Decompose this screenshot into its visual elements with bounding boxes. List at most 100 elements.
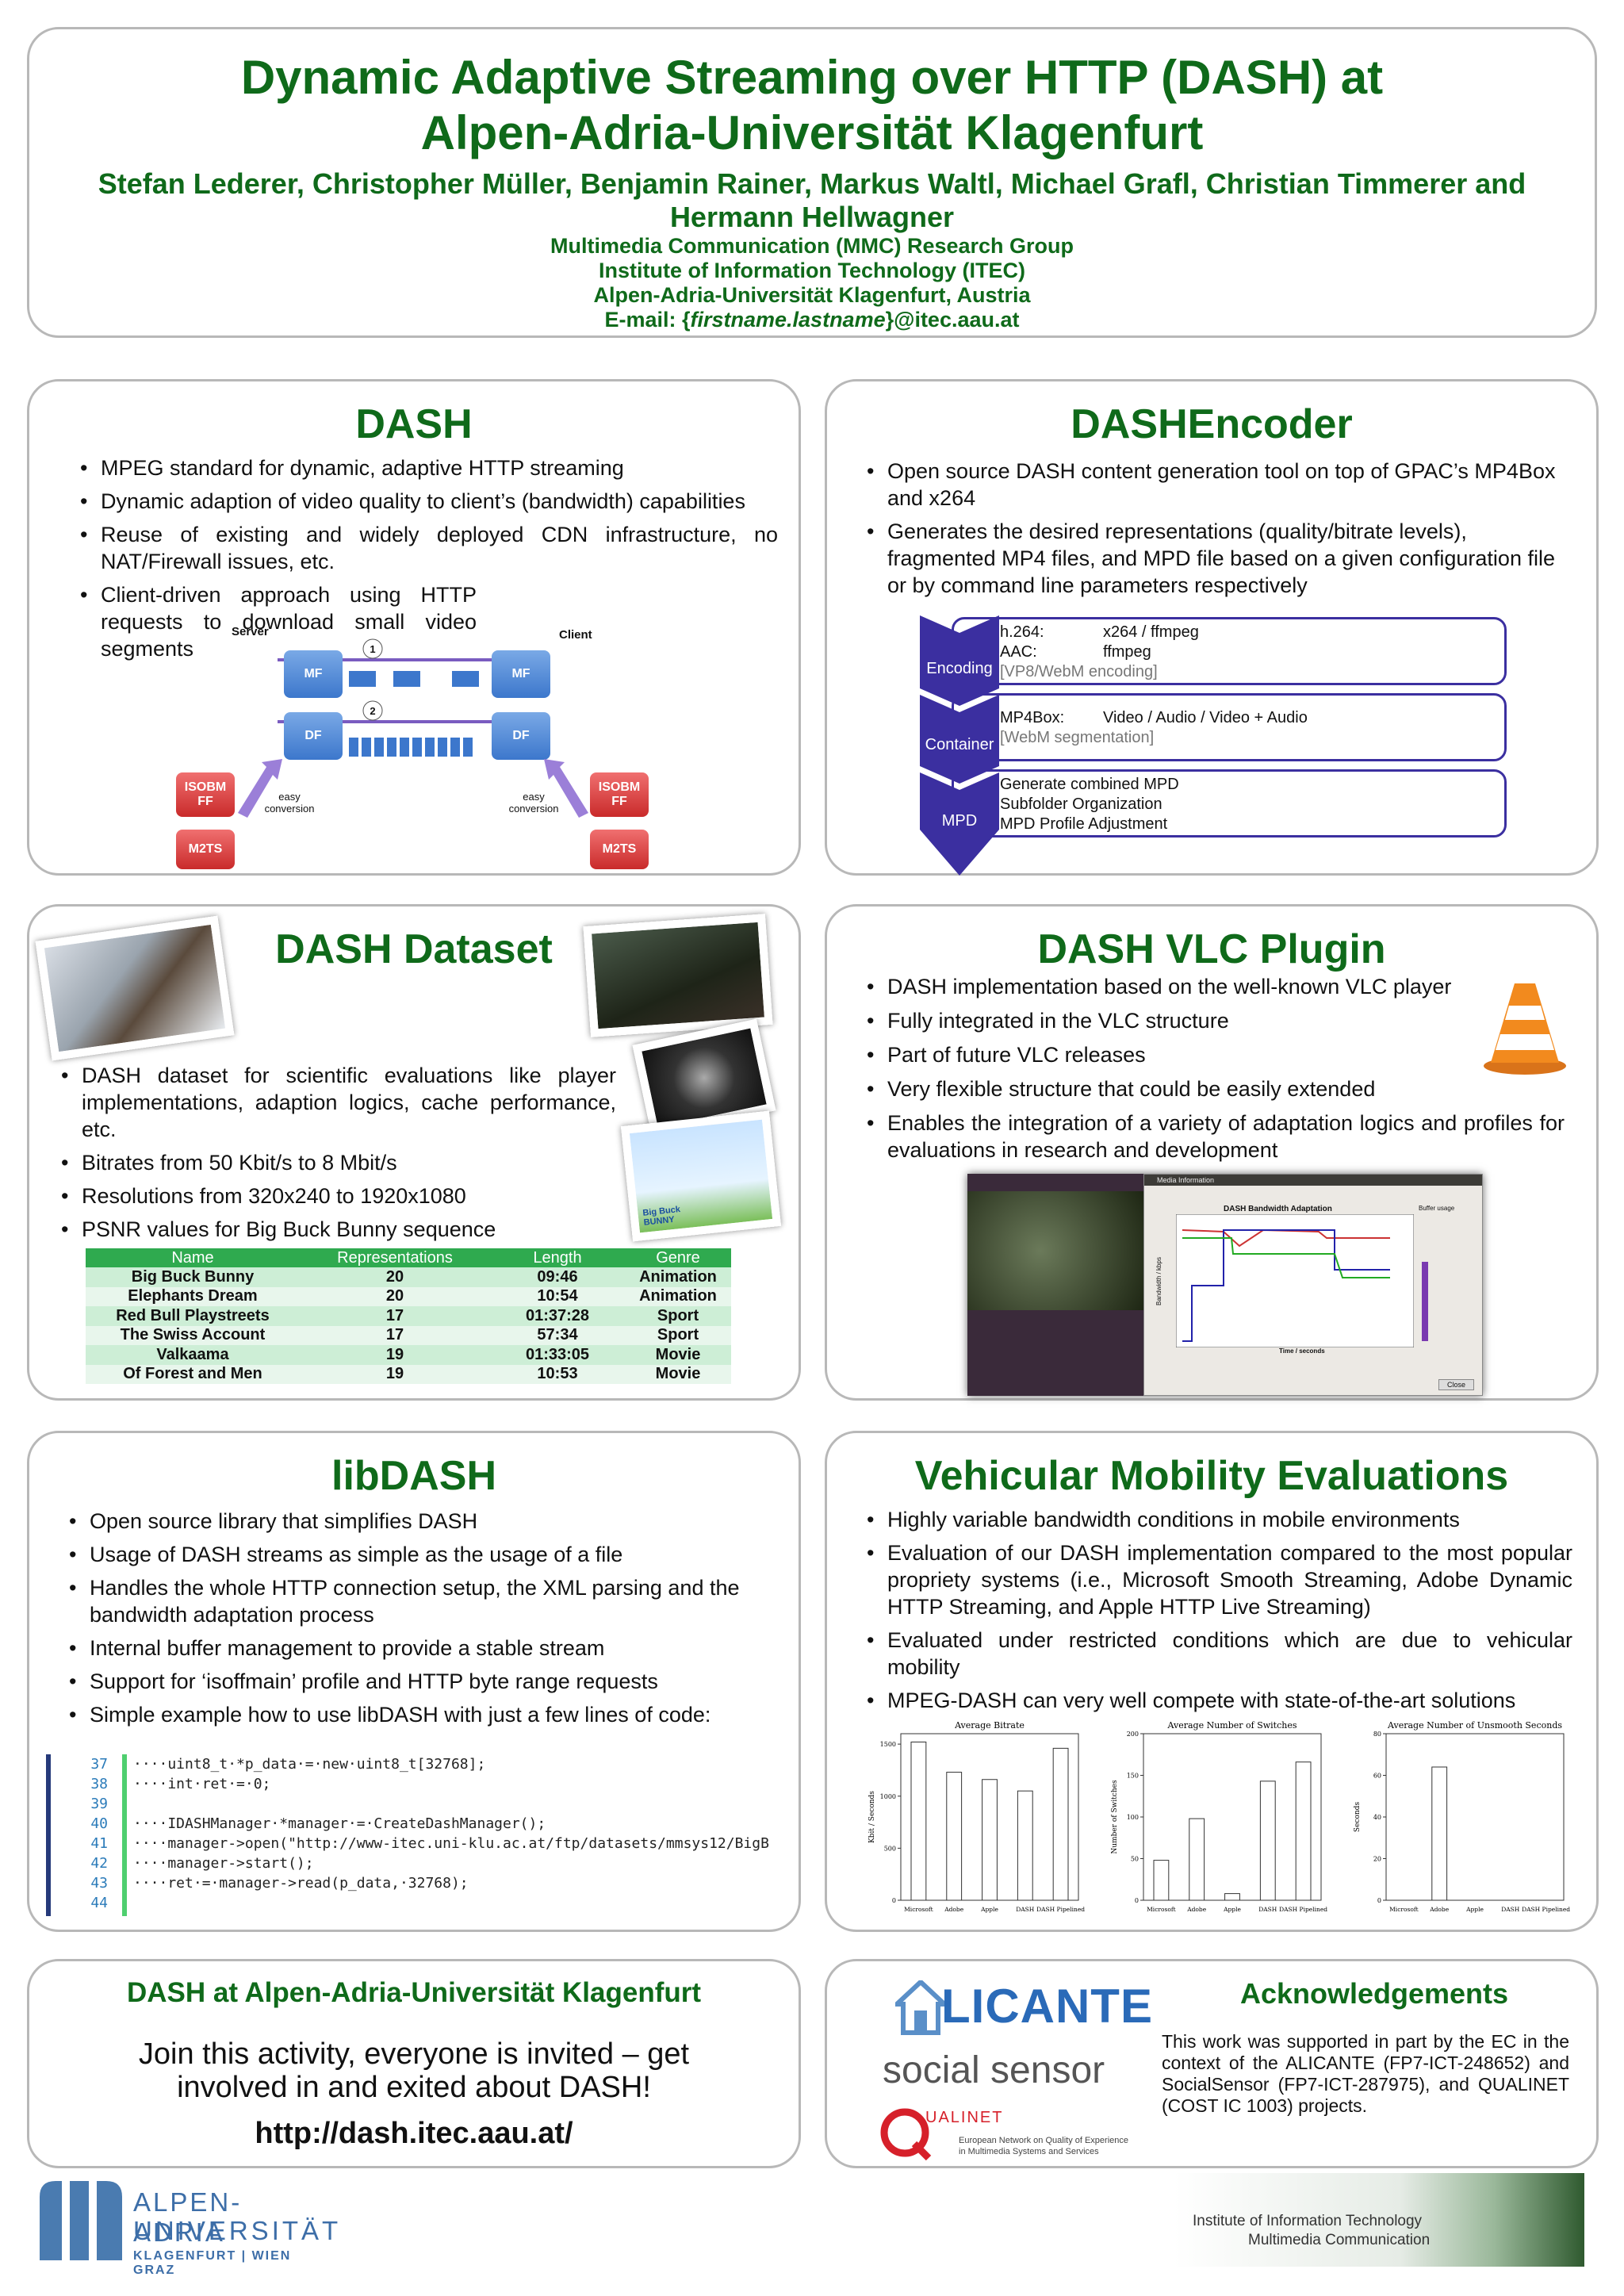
encoding-item-key: h.264:	[1000, 623, 1044, 641]
code-line: ····uint8_t·*p_data·=·new·uint8_t[32768]…	[133, 1756, 486, 1773]
table-cell: Valkaama	[86, 1345, 300, 1365]
table-cell: Elephants Dream	[86, 1286, 300, 1306]
table-cell: Animation	[625, 1286, 731, 1306]
group-name: Multimedia Communication (MMC) Research …	[550, 234, 1074, 258]
bandwidth-plot	[1176, 1214, 1414, 1347]
code-line: ····ret·=·manager->read(p_data,·32768);	[133, 1875, 469, 1892]
step-2: 2	[370, 705, 376, 717]
redbull-photo	[35, 915, 235, 1061]
container-item-value: Video / Audio / Video + Audio	[1103, 709, 1308, 726]
step-1: 1	[370, 643, 376, 655]
encoder-title: DASHEncoder	[1071, 401, 1353, 447]
vlc-video-area	[967, 1191, 1150, 1310]
libdash-bullets: Open source library that simplifies DASH…	[69, 1508, 783, 1734]
chart-bar	[910, 1742, 927, 1901]
itec-footer-fade	[1174, 2173, 1584, 2267]
libdash-bullet: Handles the whole HTTP connection setup,…	[69, 1574, 783, 1628]
chart-title: Average Bitrate	[954, 1720, 1025, 1731]
table-header: Name	[86, 1248, 300, 1267]
chart-bar	[982, 1779, 998, 1901]
code-line-number: 43	[90, 1875, 108, 1892]
aau-logo-line3: KLAGENFURT | WIEN GRAZ	[133, 2249, 292, 2277]
client-mf-box: MF	[492, 650, 550, 698]
dash-title: DASH	[355, 401, 473, 447]
chart-ytick-label: 60	[1373, 1773, 1381, 1780]
bbb-logo-text: Big Buck BUNNY	[642, 1204, 681, 1228]
vehicular-bullets: Highly variable bandwidth conditions in …	[867, 1506, 1572, 1720]
code-line: ····manager->start();	[133, 1855, 314, 1872]
dataset-bullet: Bitrates from 50 Kbit/s to 8 Mbit/s	[61, 1149, 616, 1176]
aau-url-link[interactable]: http://dash.itec.aau.at/	[255, 2117, 573, 2150]
table-cell: Movie	[625, 1345, 731, 1365]
aau-text-line2: involved in and exited about DASH!	[177, 2071, 651, 2104]
chart-ytick-label: 20	[1373, 1856, 1381, 1863]
chart-ytick-label: 1500	[880, 1741, 896, 1748]
vehicular-title: Vehicular Mobility Evaluations	[914, 1453, 1509, 1499]
code-change-bar	[122, 1754, 127, 1916]
code-line-number: 42	[90, 1855, 108, 1872]
close-button[interactable]: Close	[1438, 1379, 1474, 1390]
code-line-number: 37	[90, 1756, 108, 1773]
dash-bullet: Client-driven approach using HTTP reques…	[80, 581, 778, 662]
aau-card: DASH at Alpen-Adria-Universität Klagenfu…	[27, 1959, 801, 2168]
chart-bar	[946, 1772, 963, 1901]
dataset-bullet: Resolutions from 320x240 to 1920x1080	[61, 1182, 616, 1209]
vlc-bullet: Enables the integration of a variety of …	[867, 1110, 1565, 1163]
qualinet-text: UALINET	[925, 2109, 1004, 2126]
itec-footer-line1: Institute of Information Technology	[1193, 2213, 1423, 2229]
qualinet-subtitle-1: European Network on Quality of Experienc…	[959, 2136, 1129, 2145]
encoder-bullet: Generates the desired representations (q…	[867, 518, 1565, 599]
table-cell: 20	[300, 1267, 490, 1287]
qualinet-logo: UALINET European Network on Quality of E…	[879, 2106, 1149, 2161]
mpd-item: Generate combined MPD	[986, 775, 1504, 795]
client-df-box: DF	[492, 712, 550, 760]
chart-bar	[1295, 1761, 1312, 1901]
vlc-bullet: Very flexible structure that could be ea…	[867, 1075, 1565, 1102]
chart-title: Average Number of Unsmooth Seconds	[1387, 1720, 1562, 1731]
aau-title: DASH at Alpen-Adria-Universität Klagenfu…	[126, 1977, 702, 2008]
dataset-bullets: DASH dataset for scientific evaluations …	[61, 1062, 616, 1249]
chart-bar	[1224, 1893, 1240, 1901]
table-cell: 17	[300, 1306, 490, 1326]
chart-category-label: Adobe	[1429, 1906, 1450, 1913]
chart-category-label: Apple	[1223, 1906, 1241, 1913]
encoding-item-value: x264 / ffmpeg	[1103, 623, 1199, 641]
alicante-text: LICANTE	[941, 1980, 1153, 2033]
chart-ytick-label: 150	[1127, 1773, 1139, 1780]
encoder-bullets: Open source DASH content generation tool…	[867, 458, 1565, 605]
table-cell: 57:34	[490, 1325, 625, 1345]
code-line-number: 44	[90, 1895, 108, 1911]
container-item: MP4Box:Video / Audio / Video + Audio	[986, 708, 1504, 728]
chart-bar	[1189, 1818, 1205, 1901]
chart-ytick-label: 1000	[880, 1793, 896, 1800]
aau-mark-icon	[40, 2181, 122, 2260]
socialsensor-logo: social sensor	[883, 2049, 1105, 2091]
bandwidth-chart-title: DASH Bandwidth Adaptation	[1224, 1205, 1332, 1213]
chart-bar	[1052, 1747, 1069, 1901]
chart-category-label: DASH Pipelined	[1279, 1906, 1327, 1913]
bandwidth-ylabel: Bandwidth / kbps	[1155, 1257, 1162, 1305]
chart-bar	[1259, 1780, 1276, 1901]
container-row: MP4Box:Video / Audio / Video + Audio [We…	[952, 693, 1507, 761]
chart-frame	[1143, 1733, 1322, 1901]
chart-category-label: DASH	[1258, 1906, 1277, 1913]
conversion-arrows	[238, 759, 588, 818]
mpd-item: Subfolder Organization	[986, 795, 1504, 815]
chart-ytick-label: 0	[1377, 1897, 1381, 1904]
bbb-logo-photo: Big Buck BUNNY	[620, 1110, 782, 1242]
libdash-bullet: Usage of DASH streams as simple as the u…	[69, 1541, 783, 1568]
aau-logo-line1: ALPEN-ADRIA	[133, 2187, 243, 2247]
server-label: Server	[232, 625, 269, 638]
code-line-number: 38	[90, 1776, 108, 1792]
chart-bar	[1017, 1790, 1033, 1901]
client-m2ts-box: M2TS	[590, 830, 649, 869]
libdash-title: libDASH	[331, 1453, 496, 1499]
bandwidth-xlabel: Time / seconds	[1279, 1347, 1325, 1355]
server-isobm-box: ISOBM FF	[176, 772, 235, 817]
itec-footer-line2: Multimedia Communication	[1248, 2232, 1431, 2248]
itec-footer: Institute of Information Technology Mult…	[1174, 2173, 1584, 2267]
libdash-bullet: Open source library that simplifies DASH	[69, 1508, 783, 1535]
email-suffix: }@itec.aau.at	[885, 308, 1020, 332]
encoding-item-key: AAC:	[1000, 643, 1037, 661]
